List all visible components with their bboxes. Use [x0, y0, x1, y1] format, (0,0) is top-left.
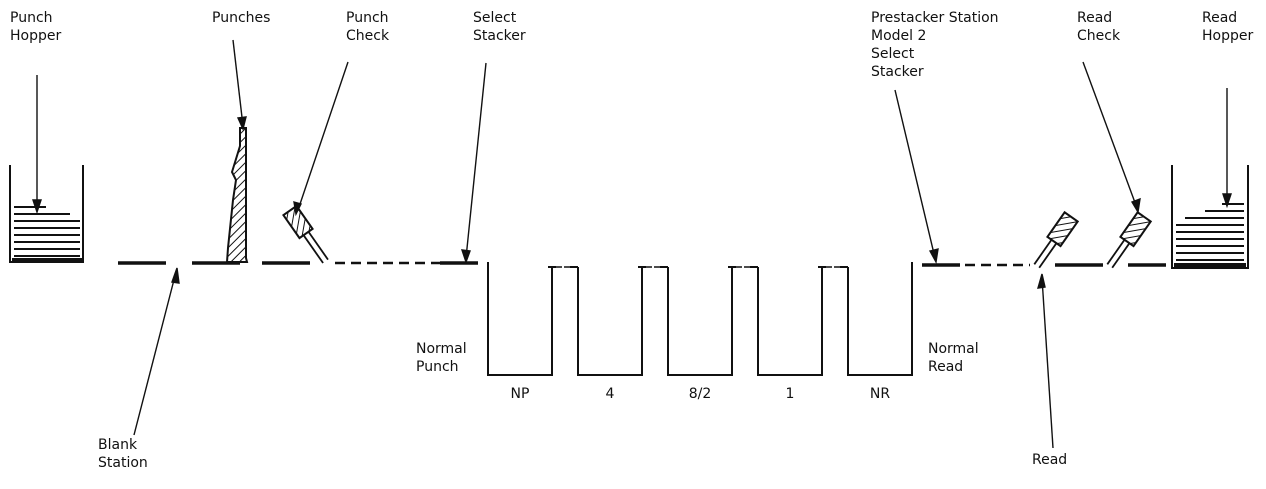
label-punch-hopper: Punch Hopper — [10, 10, 62, 44]
leader-lines — [32, 39, 1232, 449]
punches-die — [225, 127, 249, 263]
label-normal-read: Normal Read — [928, 341, 979, 375]
pocket-label-8-2: 8/2 — [688, 386, 712, 402]
label-normal-punch: Normal Punch — [416, 341, 467, 375]
punch-hopper — [9, 165, 84, 263]
read-check-brush — [1106, 210, 1153, 269]
punch-check-brush — [282, 204, 329, 264]
pocket-label-nr: NR — [869, 386, 891, 402]
label-read: Read — [1032, 452, 1068, 468]
label-select-stacker: Select Stacker — [473, 10, 526, 44]
label-prestacker-station: Prestacker Station Model 2 Select Stacke… — [871, 10, 999, 80]
pocket-label-4: 4 — [605, 386, 615, 402]
label-read-hopper: Read Hopper — [1202, 10, 1254, 44]
label-read-check: Read Check — [1077, 10, 1121, 44]
read-brush — [1033, 210, 1080, 269]
pocket-label-1: 1 — [785, 386, 795, 402]
pocket-label-np: NP — [510, 386, 530, 402]
card-path-line — [118, 261, 1166, 267]
label-punches: Punches — [212, 10, 271, 26]
stacker-pockets — [487, 262, 913, 376]
read-hopper — [1171, 165, 1249, 269]
label-blank-station: Blank Station — [98, 437, 148, 471]
label-punch-check: Punch Check — [346, 10, 390, 44]
